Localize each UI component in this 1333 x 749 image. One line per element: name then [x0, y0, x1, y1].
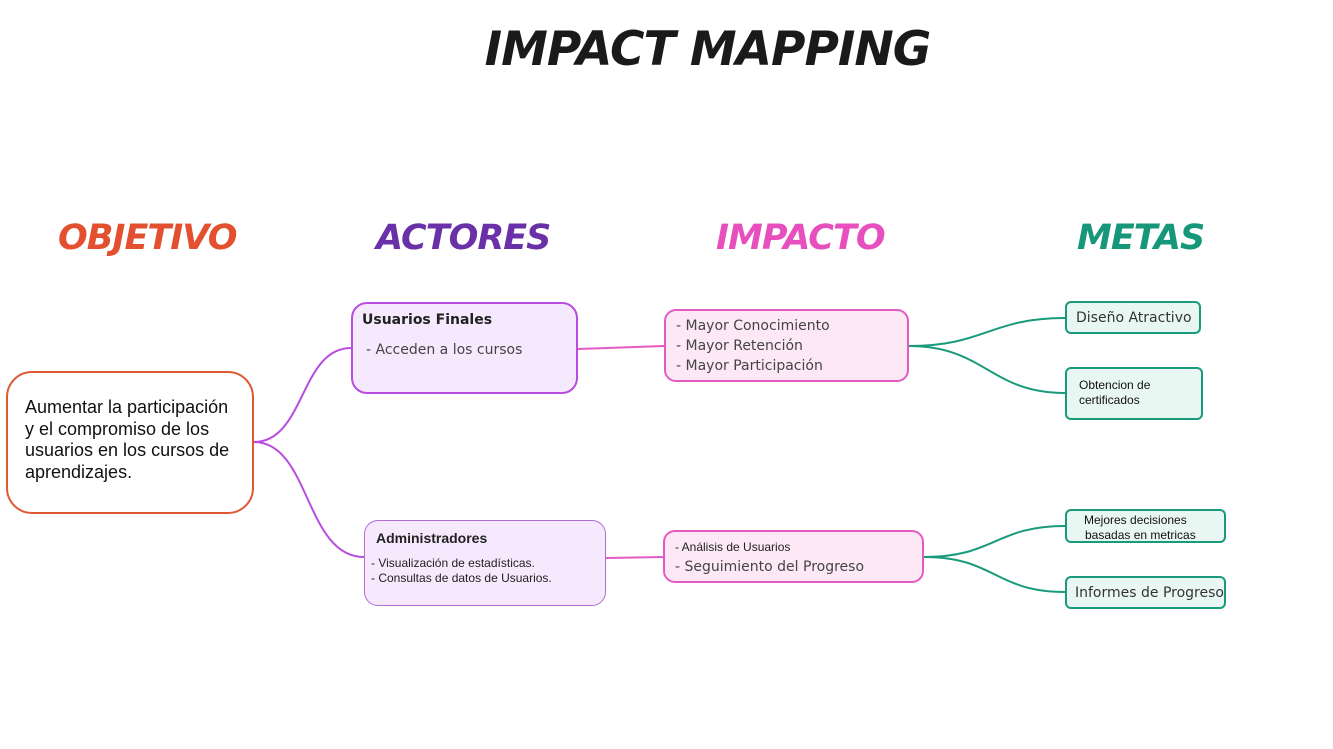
page-title: IMPACT MAPPING: [484, 22, 932, 77]
impact-node-2[interactable]: - Análisis de Usuarios - Seguimiento del…: [663, 530, 924, 583]
impact-node-1[interactable]: - Mayor Conocimiento - Mayor Retención -…: [664, 309, 909, 382]
impact-line: - Mayor Participación: [676, 358, 823, 374]
goal-label: Diseño Atractivo: [1076, 310, 1192, 326]
goal-node-certificados[interactable]: Obtencion de certificados: [1065, 367, 1203, 420]
objective-node[interactable]: Aumentar la participación y el compromis…: [6, 371, 254, 514]
goal-label: Mejores decisiones: [1084, 513, 1187, 527]
goal-label: certificados: [1079, 393, 1140, 407]
actor-detail: - Visualización de estadísticas.: [371, 556, 535, 570]
goal-node-mejores-decisiones[interactable]: Mejores decisiones basadas en metricas: [1065, 509, 1226, 543]
goal-label: Obtencion de: [1079, 378, 1151, 392]
actor-detail: - Consultas de datos de Usuarios.: [371, 571, 552, 585]
goal-label: basadas en metricas: [1085, 528, 1196, 542]
link-impact-2-to-goal-4: [923, 556, 1066, 593]
objective-line: aprendizajes.: [25, 461, 133, 482]
link-actor-1-to-impact-1: [577, 345, 665, 350]
goal-label: Informes de Progreso: [1075, 585, 1224, 601]
goal-node-informes-de-progreso[interactable]: Informes de Progreso: [1065, 576, 1226, 609]
link-impact-1-to-goal-1: [908, 317, 1066, 347]
actor-node-administradores[interactable]: Administradores - Visualización de estad…: [364, 520, 606, 606]
link-impact-2-to-goal-3: [923, 525, 1066, 558]
impact-line: - Seguimiento del Progreso: [675, 559, 865, 575]
actor-title: Administradores: [376, 530, 488, 546]
objective-line: Aumentar la participación: [25, 397, 229, 417]
link-objective-to-actor-2: [253, 441, 365, 558]
impact-line: - Mayor Retención: [676, 338, 803, 354]
goal-node-diseno-atractivo[interactable]: Diseño Atractivo: [1065, 301, 1201, 334]
actor-node-usuarios-finales[interactable]: Usuarios Finales - Acceden a los cursos: [351, 302, 578, 394]
objective-line: usuarios en los cursos de: [25, 440, 230, 460]
objective-line: y el compromiso de los: [25, 418, 210, 439]
column-heading-impacto: IMPACTO: [716, 218, 886, 258]
impact-line: - Análisis de Usuarios: [675, 540, 791, 554]
link-impact-1-to-goal-2: [908, 345, 1066, 394]
impact-line: - Mayor Conocimiento: [676, 318, 830, 334]
column-heading-objetivo: OBJETIVO: [58, 218, 237, 258]
actor-detail: - Acceden a los cursos: [366, 342, 523, 358]
column-heading-actores: ACTORES: [376, 218, 551, 258]
column-heading-metas: METAS: [1077, 218, 1205, 258]
link-actor-2-to-impact-2: [605, 556, 664, 559]
link-objective-to-actor-1: [253, 347, 352, 443]
actor-title: Usuarios Finales: [362, 312, 493, 328]
